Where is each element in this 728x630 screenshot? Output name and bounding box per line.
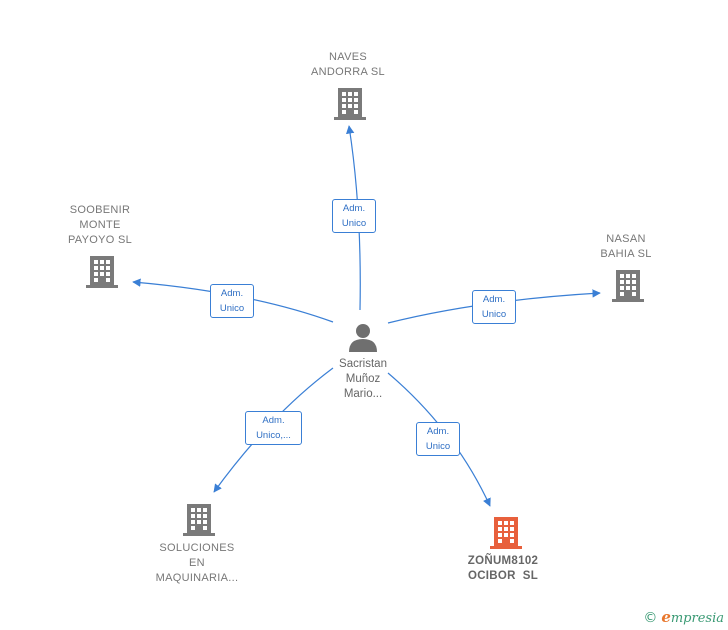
edge-zonum-line-1: Adm. <box>426 426 450 437</box>
nasan-line-2: BAHIA SL <box>600 248 652 260</box>
company-label-zonum[interactable]: ZOÑUM8102 OCIBOR SL <box>453 554 553 584</box>
edge-label-nasan[interactable]: Adm. Unico <box>472 290 516 324</box>
building-icon[interactable] <box>334 86 366 120</box>
building-icon[interactable] <box>86 254 118 288</box>
edge-label-soobenir[interactable]: Adm. Unico <box>210 284 254 318</box>
building-icon[interactable] <box>183 502 215 536</box>
center-line-2: Muñoz <box>345 373 381 385</box>
edge-soobenir-line-1: Adm. <box>220 288 244 299</box>
soobenir-line-3: PAYOYO SL <box>67 234 133 246</box>
company-label-nasan[interactable]: NASAN BAHIA SL <box>576 232 676 262</box>
soluciones-line-2: EN <box>189 557 205 569</box>
nasan-line-1: NASAN <box>606 233 646 245</box>
edge-naves-line-2: Unico <box>341 218 367 229</box>
brand-logo[interactable]: ©empresia <box>643 608 724 626</box>
brand-initial: e <box>661 608 671 626</box>
edge-nasan-line-1: Adm. <box>482 294 506 305</box>
copyright-icon: © <box>643 610 658 626</box>
edge-zonum-line-2: Unico <box>425 441 451 452</box>
soobenir-line-1: SOOBENIR <box>69 204 131 216</box>
zonum-line-1: ZOÑUM8102 <box>467 555 539 567</box>
company-label-naves[interactable]: NAVES ANDORRA SL <box>298 50 398 80</box>
center-person-label[interactable]: Sacristan Muñoz Mario... <box>313 357 413 402</box>
edge-soobenir-line-2: Unico <box>219 303 245 314</box>
edge-nasan-line-2: Unico <box>481 309 507 320</box>
company-label-soobenir[interactable]: SOOBENIR MONTE PAYOYO SL <box>50 203 150 248</box>
soluciones-line-1: SOLUCIONES <box>159 542 235 554</box>
brand-name: mpresia <box>670 611 724 626</box>
center-line-3: Mario... <box>343 388 383 400</box>
person-icon[interactable] <box>348 322 378 352</box>
soluciones-line-3: MAQUINARIA... <box>155 572 239 584</box>
center-line-1: Sacristan <box>339 358 387 370</box>
naves-line-1: NAVES <box>329 51 367 63</box>
company-label-soluciones[interactable]: SOLUCIONES EN MAQUINARIA... <box>147 541 247 586</box>
edge-soluciones-line-2: Unico,... <box>256 430 291 441</box>
edge-label-naves[interactable]: Adm. Unico <box>332 199 376 233</box>
edge-soluciones-line-1: Adm. <box>262 415 285 426</box>
edge-label-zonum[interactable]: Adm. Unico <box>416 422 460 456</box>
soobenir-line-2: MONTE <box>79 219 121 231</box>
edge-label-soluciones[interactable]: Adm. Unico,... <box>245 411 302 445</box>
zonum-line-2: OCIBOR SL <box>467 570 539 582</box>
edge-naves-line-1: Adm. <box>342 203 366 214</box>
building-icon-highlighted[interactable] <box>490 515 522 549</box>
building-icon[interactable] <box>612 268 644 302</box>
naves-line-2: ANDORRA SL <box>311 66 385 78</box>
